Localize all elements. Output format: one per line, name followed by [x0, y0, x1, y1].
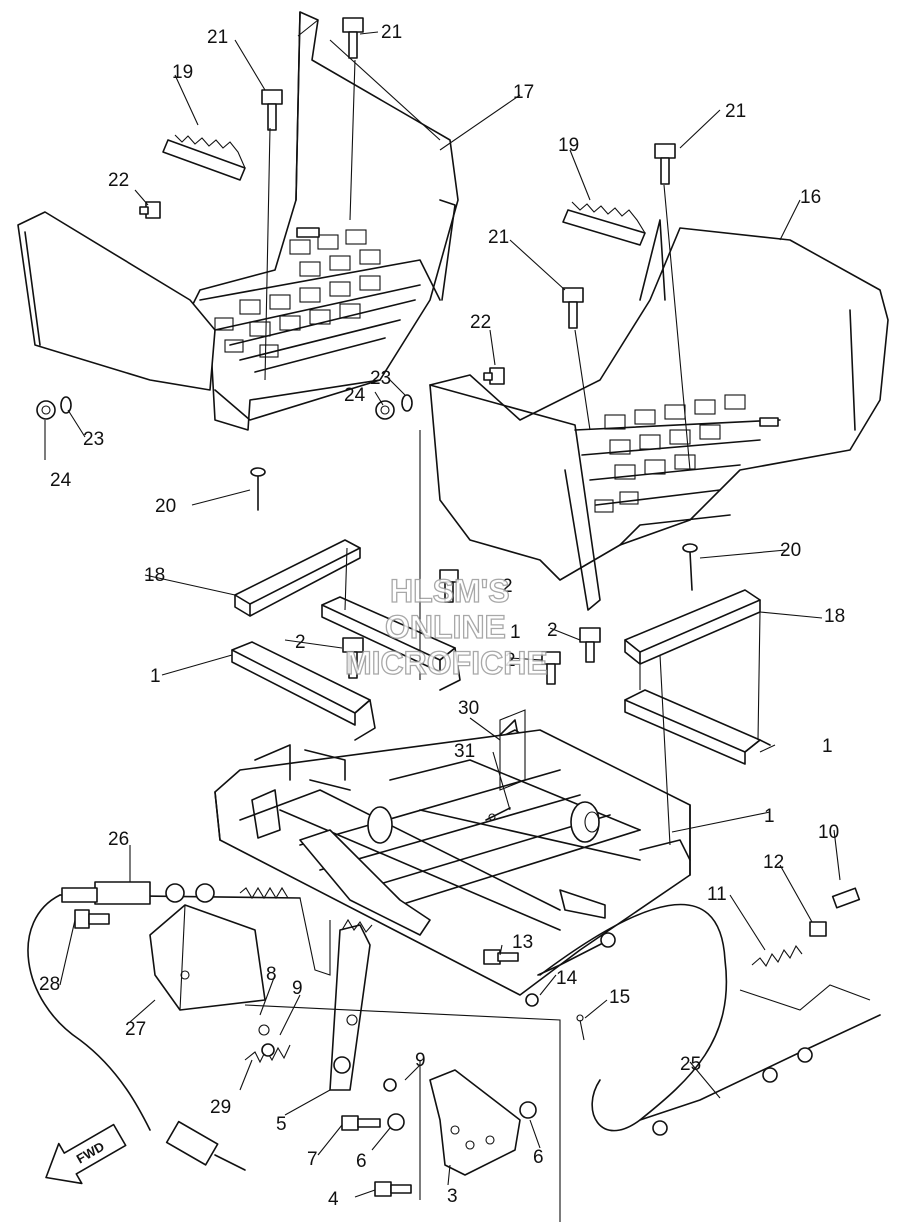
- callout-16: 16: [800, 187, 821, 208]
- callout-1-d: 1: [764, 806, 775, 827]
- callout-15: 15: [609, 987, 630, 1008]
- bolt-22-right: [483, 367, 505, 385]
- bolt-2-set: [342, 569, 601, 685]
- right-footrest: [429, 219, 889, 611]
- brake-pedal: [329, 918, 373, 1091]
- callout-8: 8: [266, 964, 277, 985]
- watermark-line-3: MICROFICHE: [345, 645, 548, 681]
- nut-washer-left: [36, 396, 72, 420]
- callout-24-a: 24: [50, 470, 72, 491]
- callout-29: 29: [210, 1097, 231, 1118]
- callout-20-a: 20: [155, 496, 176, 517]
- callout-1-a: 1: [150, 666, 161, 687]
- callout-25: 25: [680, 1054, 701, 1075]
- callout-22-b: 22: [470, 312, 491, 333]
- callout-7: 7: [307, 1149, 318, 1170]
- callout-10: 10: [818, 822, 839, 843]
- callout-17: 17: [513, 82, 534, 103]
- callout-21-c: 21: [725, 101, 746, 122]
- callout-18-b: 18: [824, 606, 845, 627]
- callout-24-b: 24: [344, 385, 366, 406]
- callout-2-a: 2: [295, 632, 306, 653]
- callout-21-a: 21: [207, 27, 228, 48]
- callout-11: 11: [707, 884, 727, 905]
- callout-31: 31: [454, 741, 475, 762]
- frame: [214, 709, 691, 996]
- fasteners-lower: [258, 887, 861, 1197]
- bracket-18-right: [624, 589, 761, 665]
- cable-25: [537, 903, 881, 1136]
- step-plate-left: [162, 134, 246, 181]
- left-footrest: [17, 11, 459, 431]
- callout-4: 4: [328, 1189, 339, 1210]
- nut-washer-right: [375, 394, 413, 420]
- leader-lines: [44, 19, 871, 1222]
- callout-21-b: 21: [381, 22, 402, 43]
- callout-28: 28: [39, 974, 60, 995]
- fwd-arrow-icon: FWD: [45, 1123, 127, 1185]
- bracket-1-a: [231, 641, 376, 741]
- rivet-left: [250, 467, 266, 511]
- callout-13: 13: [512, 932, 533, 953]
- watermark-line-1: HLSM'S: [390, 573, 510, 609]
- callout-27: 27: [125, 1019, 146, 1040]
- bracket-18-left: [234, 539, 361, 617]
- callout-30: 30: [458, 698, 479, 719]
- callout-14: 14: [556, 968, 578, 989]
- callout-1-c: 1: [822, 736, 833, 757]
- bolt-22-left: [139, 201, 161, 219]
- callout-9-a: 9: [292, 978, 303, 999]
- bolt-21-d: [562, 287, 584, 329]
- step-plate-right: [562, 201, 646, 246]
- callouts: 1 1 1 1 2 2 2 2 3 4 5 6 6 7 8 9 9 10 11 …: [39, 22, 845, 1210]
- callout-19-a: 19: [172, 62, 193, 83]
- callout-26: 26: [108, 829, 129, 850]
- pin-31: [485, 807, 511, 821]
- callout-22-a: 22: [108, 170, 129, 191]
- rivet-right: [682, 543, 698, 591]
- callout-18-a: 18: [144, 565, 165, 586]
- callout-3: 3: [447, 1186, 458, 1207]
- spring-11: [751, 944, 803, 968]
- callout-2-b: 2: [502, 576, 513, 597]
- callout-9-b: 9: [415, 1050, 426, 1071]
- callout-6-a: 6: [356, 1151, 367, 1172]
- callout-2-d: 2: [505, 650, 516, 671]
- bolt-21-c: [654, 143, 676, 185]
- callout-19-b: 19: [558, 135, 579, 156]
- callout-2-c: 2: [547, 620, 558, 641]
- watermark: HLSM'S ONLINE MICROFICHE: [344, 572, 548, 681]
- callout-23-a: 23: [83, 429, 104, 450]
- pedal-bracket: [429, 1069, 521, 1176]
- bolt-21-b: [342, 17, 364, 59]
- callout-12: 12: [763, 852, 784, 873]
- callout-6-b: 6: [533, 1147, 544, 1168]
- callout-23-b: 23: [370, 368, 391, 389]
- cable-26: [27, 881, 301, 1171]
- callout-5: 5: [276, 1114, 287, 1135]
- bolt-21-a: [261, 89, 283, 131]
- cover-plate-27: [74, 904, 266, 1011]
- callout-21-d: 21: [488, 227, 509, 248]
- bracket-1-b: [321, 596, 461, 691]
- callout-20-b: 20: [780, 540, 801, 561]
- watermark-line-2: ONLINE: [385, 609, 506, 645]
- bracket-1-c: [624, 689, 771, 765]
- callout-1-b: 1: [510, 622, 521, 643]
